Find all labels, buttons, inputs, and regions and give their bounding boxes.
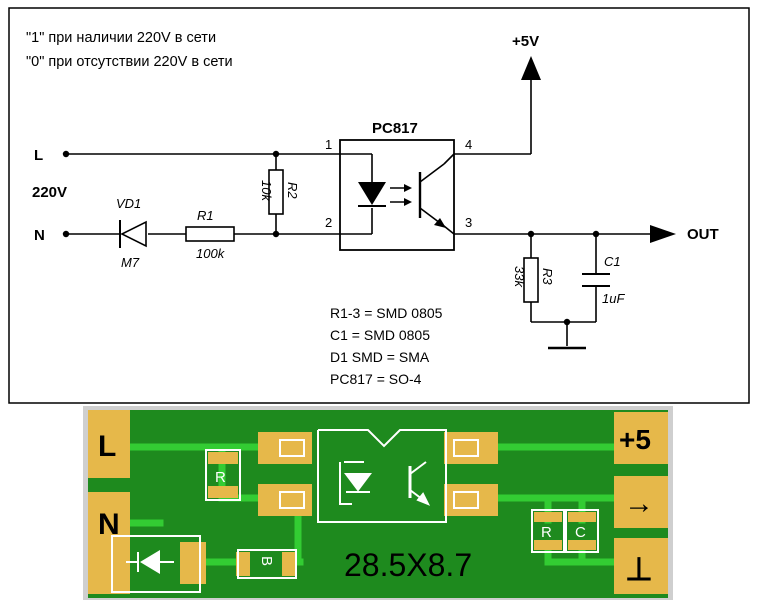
pad-gnd [614, 538, 668, 594]
pcb-diode-d1 [96, 535, 206, 593]
pcb-dimensions: 28.5X8.7 [344, 547, 472, 583]
schematic-wires [66, 78, 652, 350]
r1-ref: R1 [197, 208, 214, 223]
optocoupler-fills [358, 182, 446, 228]
pcb-resistor-r3 [531, 509, 565, 553]
opto-pad-4 [444, 432, 498, 464]
optocoupler-body [339, 139, 455, 251]
out-arrow [650, 225, 676, 243]
bom-line-1: R1-3 = SMD 0805 [330, 305, 443, 321]
supply-label: +5V [512, 33, 539, 50]
diode-ref: VD1 [116, 196, 141, 211]
pin-3-label: 3 [465, 215, 472, 230]
capacitor-c1 [582, 273, 610, 287]
pcb-r3-label: R [541, 524, 552, 541]
supply-arrow [521, 56, 541, 80]
pcb-c1-label: C [575, 524, 586, 541]
r3-ref: R3 [540, 268, 555, 285]
opto-silkscreen [317, 429, 447, 523]
opto-pad-4-mark [453, 439, 479, 457]
c1-value: 1uF [602, 291, 625, 306]
input-n-label: N [34, 227, 45, 244]
out-label: OUT [687, 226, 719, 243]
pin-2-label: 2 [325, 215, 332, 230]
pcb-r-top-label: R [215, 469, 226, 486]
bom-line-4: PC817 = SO-4 [330, 371, 422, 387]
optocoupler-internals [340, 153, 455, 235]
resistor-r2 [268, 169, 284, 215]
opto-pad-1-mark [279, 439, 305, 457]
pad-l [88, 410, 130, 478]
pad-gnd-label: ⊥ [625, 551, 653, 587]
input-voltage-label: 220V [32, 184, 67, 201]
r1-value: 100k [196, 246, 226, 261]
note-line-2: "0" при отсутствии 220V в сети [26, 54, 233, 70]
resistor-r3 [523, 257, 539, 303]
r3-value: 33k [512, 266, 527, 288]
pad-n-label: N [98, 508, 120, 541]
schematic-nodes [62, 150, 600, 326]
opto-pad-2-mark [279, 491, 305, 509]
bom-line-3: D1 SMD = SMA [330, 349, 430, 365]
note-line-1: "1" при наличии 220V в сети [26, 30, 216, 46]
pad-out [614, 476, 668, 528]
r2-value: 10k [259, 180, 274, 202]
resistor-r1 [185, 226, 235, 242]
pcb-capacitor-c1 [565, 509, 599, 553]
bom-list: R1-3 = SMD 0805 C1 = SMD 0805 D1 SMD = S… [330, 305, 443, 387]
opto-pad-3-mark [453, 491, 479, 509]
c1-ref: C1 [604, 254, 621, 269]
diode-value: M7 [121, 255, 140, 270]
pcb-resistor-r2 [205, 449, 241, 501]
bom-line-2: C1 = SMD 0805 [330, 327, 430, 343]
optocoupler-name: PC817 [372, 120, 418, 137]
pad-plus5-label: +5 [619, 424, 651, 455]
opto-pad-3 [444, 484, 498, 516]
diode-vd1 [119, 220, 147, 248]
pad-plus5 [614, 412, 668, 464]
pad-out-label: → [624, 487, 654, 520]
pin-4-label: 4 [465, 137, 472, 152]
pcb-resistor-r1 [236, 549, 297, 579]
pin-1-label: 1 [325, 137, 332, 152]
pcb-r-bottom-label: B [258, 556, 275, 566]
r2-ref: R2 [285, 182, 300, 199]
input-l-label: L [34, 147, 43, 164]
pad-l-label: L [98, 430, 116, 463]
